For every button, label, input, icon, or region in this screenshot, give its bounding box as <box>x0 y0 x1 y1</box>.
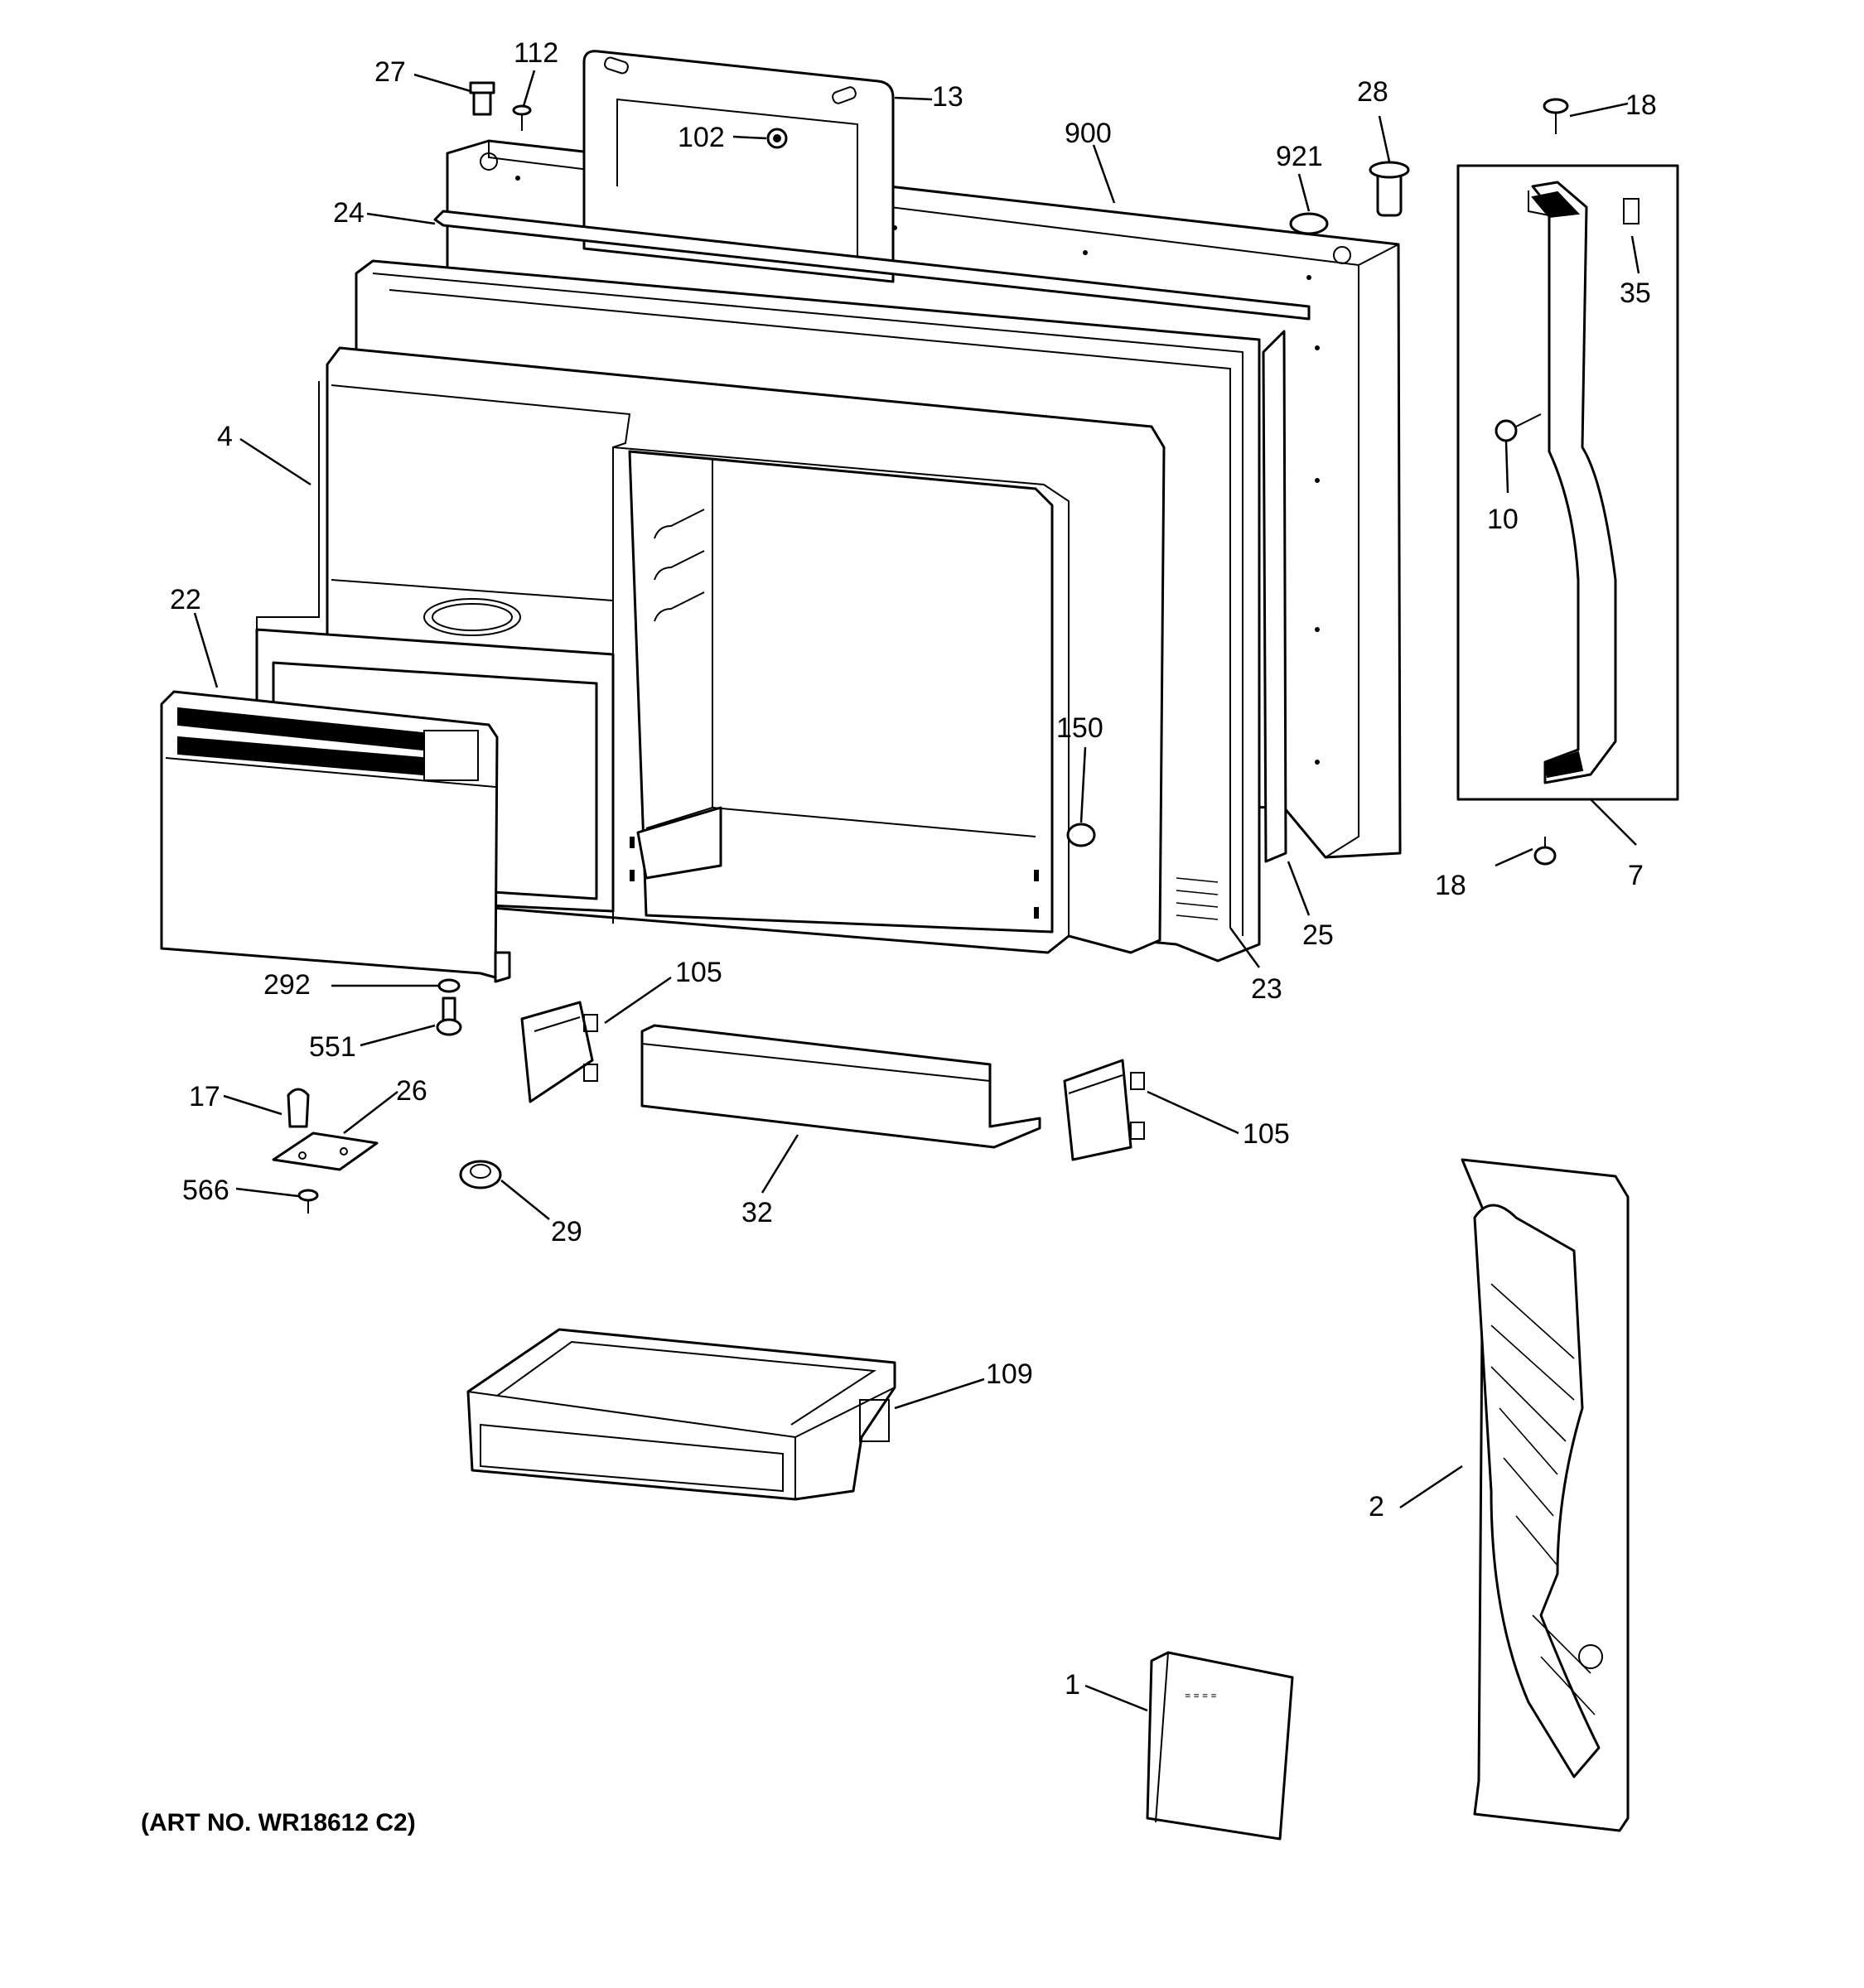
callout-27: 27 <box>374 56 406 88</box>
callout-25: 25 <box>1302 919 1334 951</box>
part-921-plug <box>1289 212 1329 235</box>
callout-26: 26 <box>396 1075 427 1107</box>
callout-13: 13 <box>932 81 963 113</box>
part-150-bumper <box>1066 823 1096 847</box>
callout-1: 1 <box>1065 1669 1080 1701</box>
callout-566: 566 <box>182 1175 229 1206</box>
part-27-plug <box>469 81 495 116</box>
callout-7: 7 <box>1628 860 1644 891</box>
part-22-cover-panel <box>160 690 511 983</box>
callout-23: 23 <box>1251 973 1282 1005</box>
part-24-door-gasket <box>433 210 1311 321</box>
callout-18-bottom: 18 <box>1435 870 1466 901</box>
part-292-washer <box>437 978 461 993</box>
part-4-door-liner <box>255 346 1166 954</box>
part-28-bushing <box>1369 161 1410 217</box>
part-1-owners-manual: ≡ ≡ ≡ ≡ <box>1146 1651 1294 1841</box>
callout-labels: 27 112 13 102 900 28 921 18 35 24 10 4 2… <box>170 37 1657 1701</box>
callout-292: 292 <box>263 969 311 1001</box>
callout-551: 551 <box>309 1031 356 1063</box>
callout-35: 35 <box>1620 277 1651 309</box>
callout-150: 150 <box>1056 712 1103 744</box>
manual-page-text: ≡ ≡ ≡ ≡ <box>1185 1692 1217 1701</box>
callout-10: 10 <box>1487 504 1519 535</box>
part-2-handle-kit <box>1461 1158 1630 1832</box>
callout-921: 921 <box>1276 141 1323 172</box>
part-105-bracket-right <box>1063 1059 1145 1161</box>
part-551-screw <box>436 996 462 1036</box>
callout-105-left: 105 <box>675 957 722 988</box>
part-109-door-bin <box>466 1328 896 1501</box>
part-32-shelf-channel <box>640 1024 1041 1149</box>
part-18-screw-top <box>1543 98 1569 134</box>
part-18-screw-bottom <box>1533 837 1557 866</box>
part-7-handle-assembly <box>1456 164 1679 801</box>
part-102-fastener <box>766 128 788 149</box>
part-566-screw <box>297 1189 319 1214</box>
part-25-breaker-strip <box>1262 330 1287 863</box>
callout-109: 109 <box>986 1358 1033 1390</box>
part-13-top-panel <box>582 50 895 283</box>
callout-32: 32 <box>741 1197 773 1228</box>
part-17-pin <box>287 1088 310 1128</box>
part-10-screw <box>1495 413 1542 442</box>
callout-17: 17 <box>189 1081 220 1112</box>
callout-18-top: 18 <box>1625 89 1657 121</box>
callout-22: 22 <box>170 584 201 615</box>
callout-105-right: 105 <box>1243 1118 1290 1150</box>
part-26-plate <box>272 1132 379 1171</box>
callout-102: 102 <box>678 122 725 153</box>
leader-lines <box>193 70 1640 1712</box>
callout-900: 900 <box>1065 118 1112 149</box>
part-29-grommet <box>459 1160 502 1189</box>
part-105-bracket-left <box>520 1001 598 1103</box>
callout-4: 4 <box>217 421 233 452</box>
callout-112: 112 <box>514 37 558 69</box>
art-number-label: (ART NO. WR18612 C2) <box>141 1809 416 1836</box>
callout-24: 24 <box>333 197 365 229</box>
callout-2: 2 <box>1369 1491 1384 1522</box>
callout-29: 29 <box>551 1216 582 1247</box>
callout-28: 28 <box>1357 76 1388 108</box>
part-112-screw <box>512 104 532 131</box>
